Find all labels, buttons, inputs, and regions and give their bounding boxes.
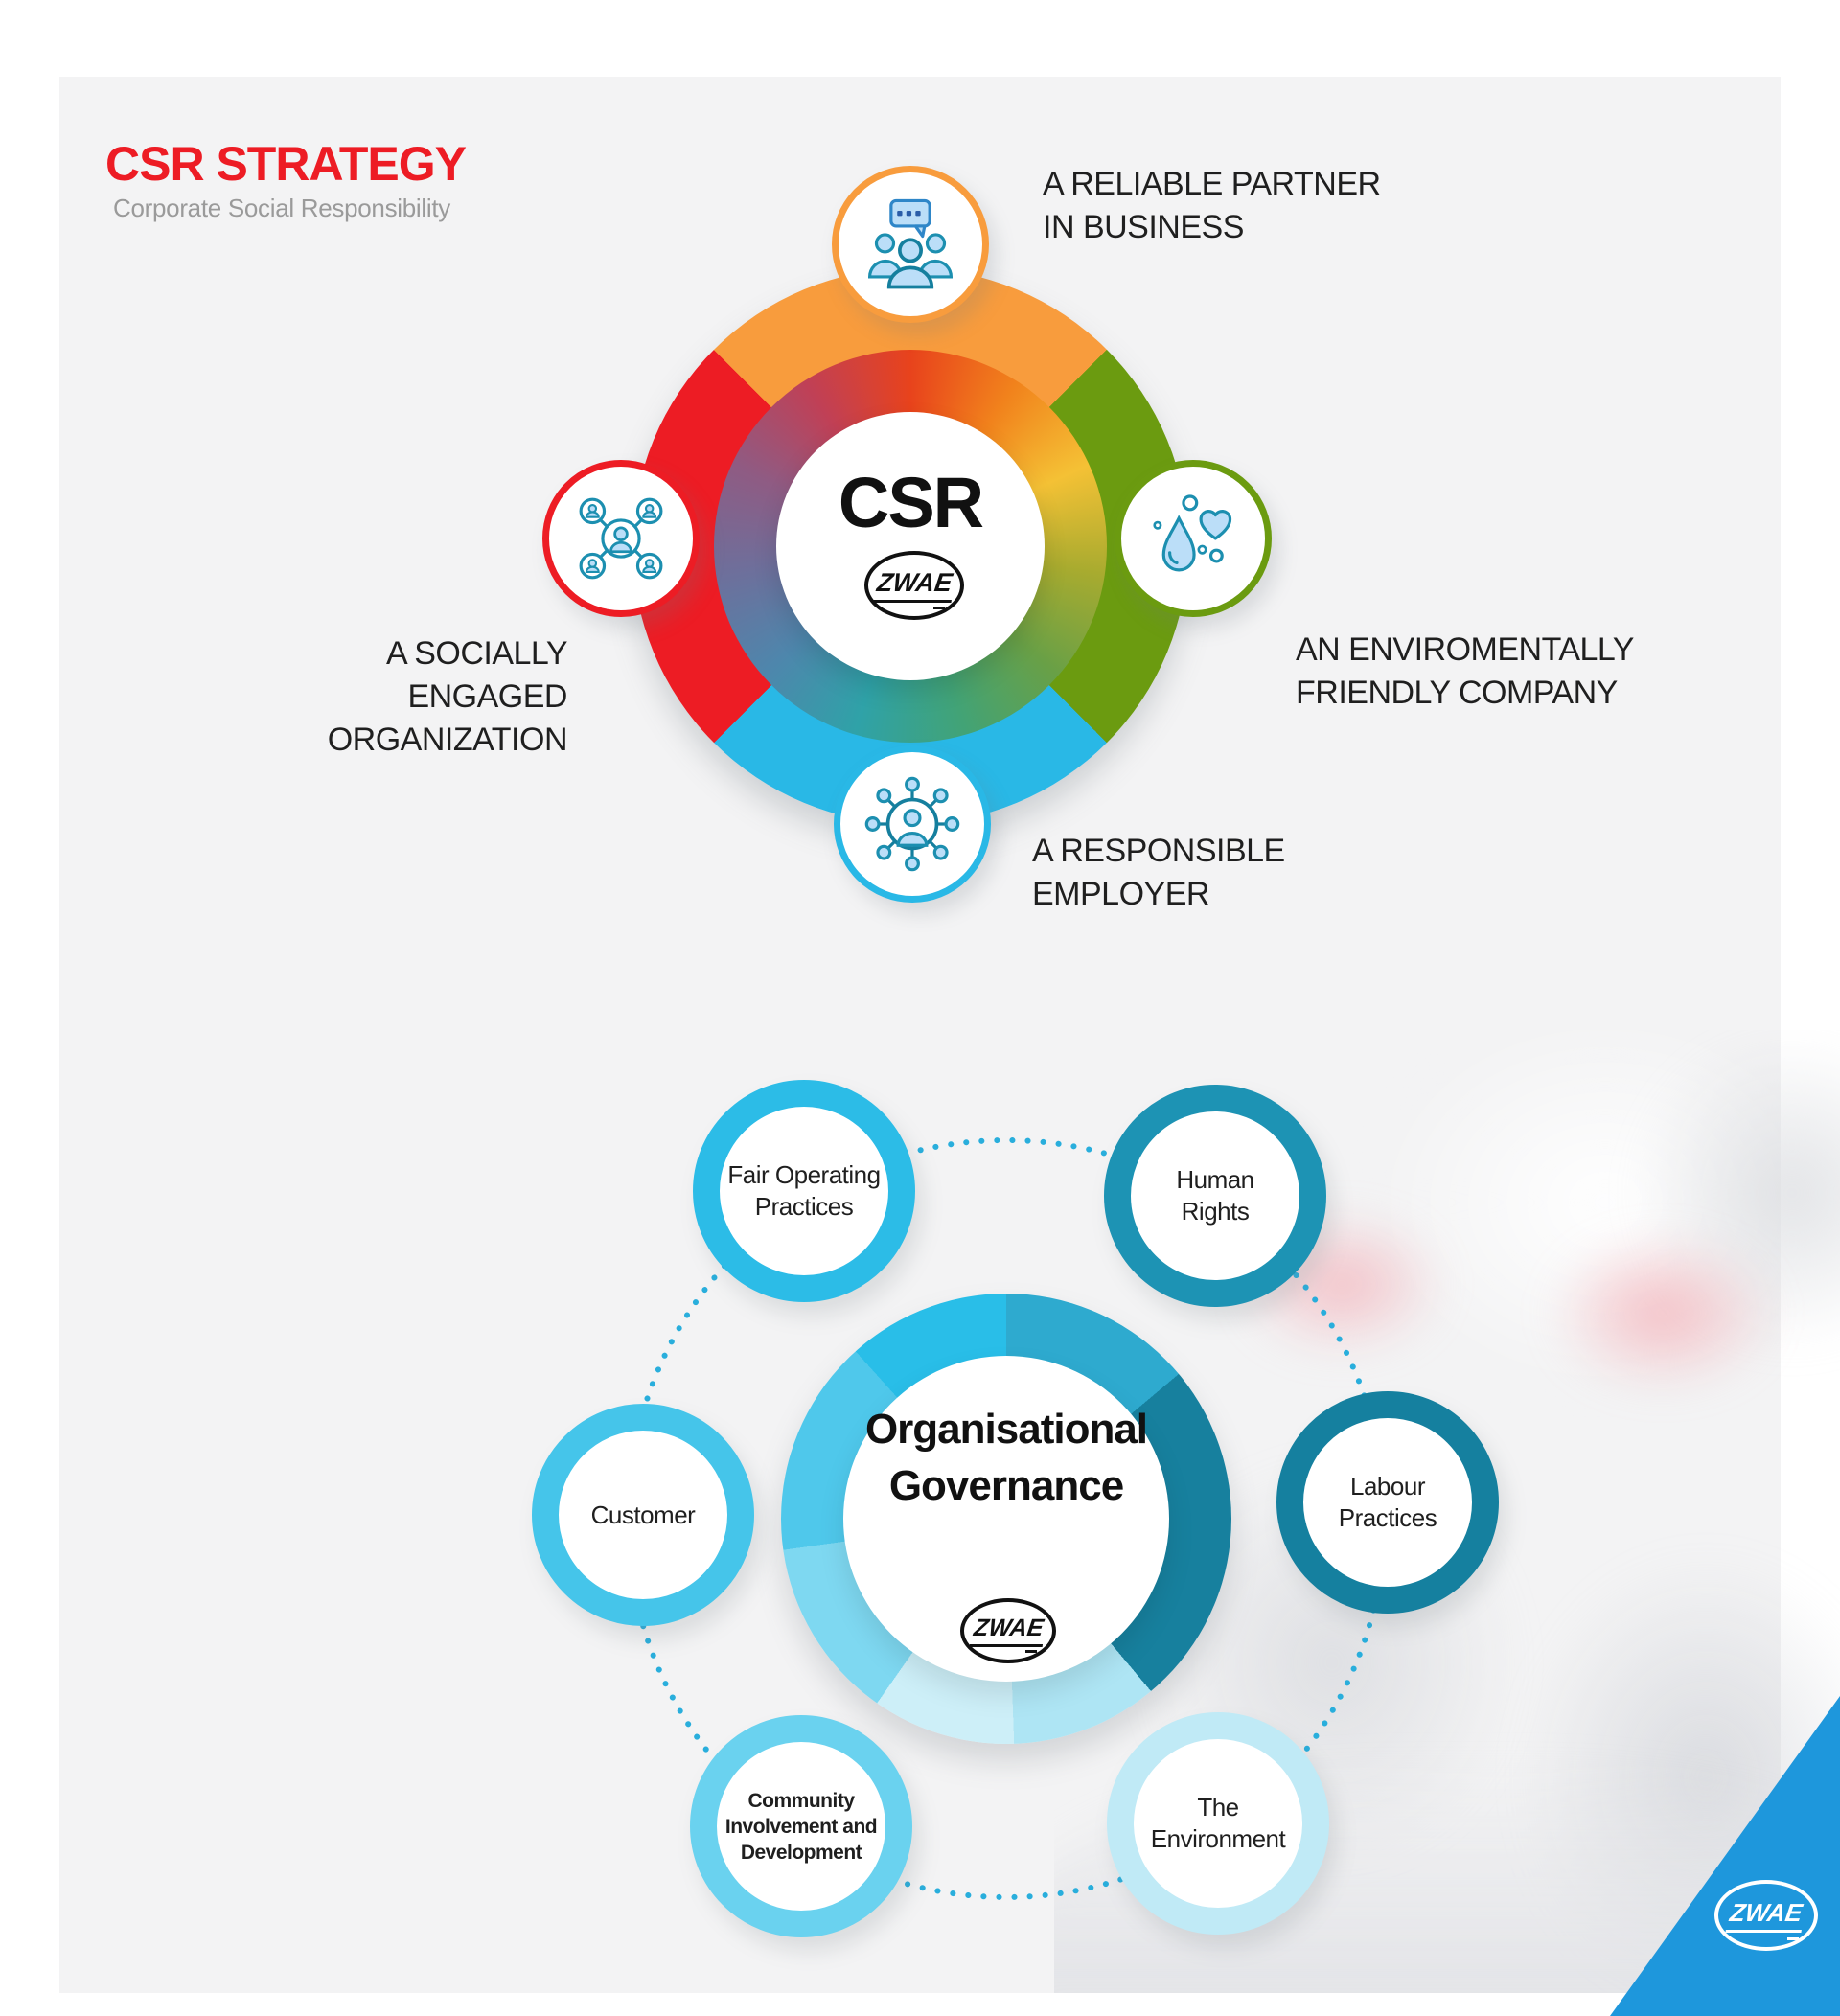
governance-center-label: Organisational Governance [815,1401,1198,1514]
person-hub-icon [864,776,960,872]
satellite-fair-operating-practices: Fair Operating Practices [693,1080,915,1302]
satellite-label: Fair Operating Practices [727,1160,881,1221]
csr-center-label: CSR [838,463,984,542]
satellite-human-rights: Human Rights [1104,1085,1326,1307]
csr-satellite-partner [832,166,989,323]
satellite-label: Customer [590,1500,696,1529]
csr-satellite-environment [1115,460,1272,617]
label-line: AN ENVIROMENTALLY [1296,631,1634,668]
zwae-logo-dash [1025,1650,1037,1653]
water-heart-icon [1153,494,1232,572]
label-line: A RESPONSIBLE [1032,833,1285,869]
label-line: Governance [888,1462,1124,1509]
zwae-logo-governance: ZWAE [960,1598,1056,1663]
people-network-icon [579,497,663,580]
zwae-logo-csr: ZWAE [864,551,964,620]
satellite-label: Labour Practices [1338,1472,1438,1532]
label-socially-engaged: A SOCIALLY ENGAGED ORGANIZATION [230,632,568,762]
label-line: IN BUSINESS [1043,209,1244,245]
zwae-logo-text: ZWAE [872,568,956,603]
label-line: EMPLOYER [1032,876,1209,912]
label-reliable-partner: A RELIABLE PARTNER IN BUSINESS [1043,163,1381,249]
zwae-logo-dash [933,607,945,609]
satellite-label: Community Involvement and Development [724,1789,878,1864]
satellite-the-environment: The Environment [1107,1712,1329,1935]
label-line: A RELIABLE PARTNER [1043,166,1381,202]
satellite-community-involvement: Community Involvement and Development [690,1715,912,1937]
zwae-logo-dash [1787,1937,1799,1940]
csr-center-circle [776,412,1045,680]
label-responsible-employer: A RESPONSIBLE EMPLOYER [1032,830,1285,916]
csr-satellite-employer [834,745,991,903]
zwae-logo-text: ZWAE [1725,1898,1807,1933]
label-line: FRIENDLY COMPANY [1296,675,1618,711]
page-subtitle: Corporate Social Responsibility [113,194,450,222]
satellite-customer: Customer [532,1404,754,1626]
satellite-label: The Environment [1150,1793,1286,1853]
people-discussion-icon [868,198,953,289]
page-title: CSR STRATEGY [105,137,467,191]
label-line: ORGANIZATION [327,722,568,758]
zwae-logo-text: ZWAE [969,1615,1047,1647]
zwae-logo-corner: ZWAE [1714,1880,1818,1951]
label-environmentally-friendly: AN ENVIROMENTALLY FRIENDLY COMPANY [1296,629,1634,715]
photo-red-hardhat-2 [1505,1203,1821,1423]
label-line: Organisational [864,1406,1148,1453]
satellite-labour-practices: Labour Practices [1276,1391,1499,1614]
faded-workers-photo [1054,1030,1840,1993]
label-line: A SOCIALLY ENGAGED [385,635,568,715]
satellite-label: Human Rights [1176,1165,1254,1226]
csr-satellite-social [542,460,700,617]
